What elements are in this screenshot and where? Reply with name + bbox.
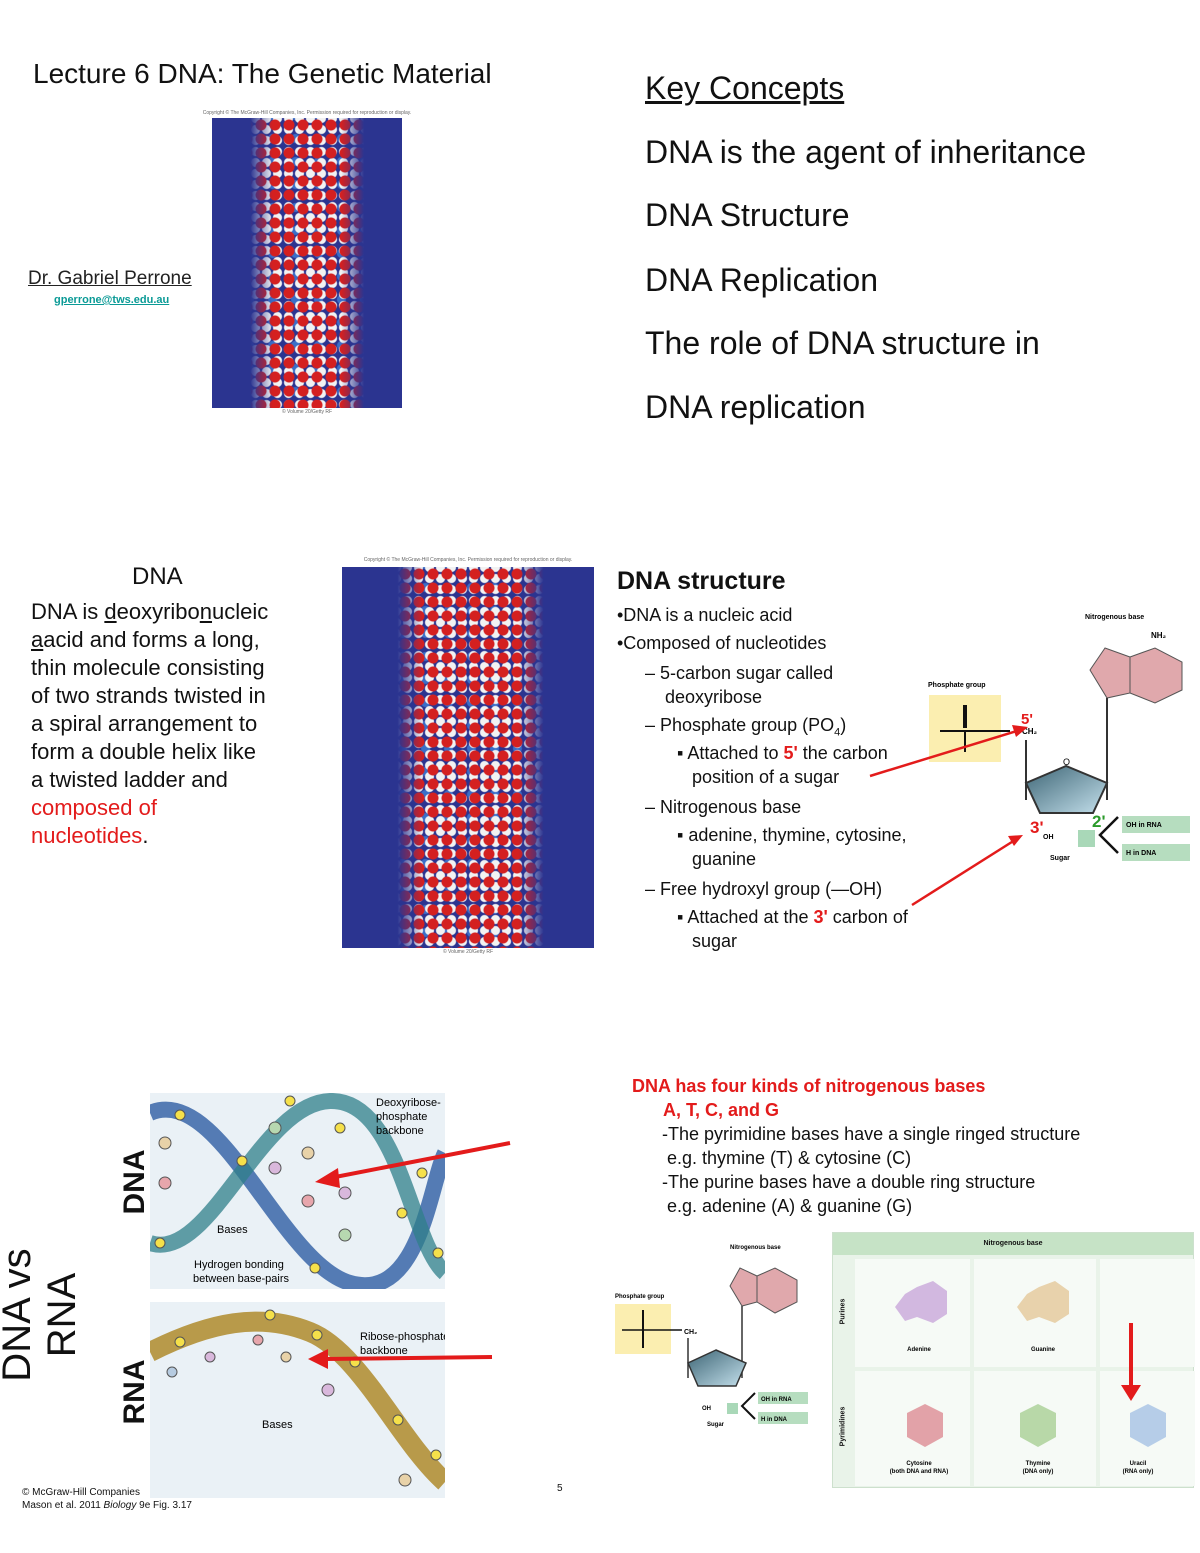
row-label-purines: Purines	[839, 1298, 847, 1325]
svg-text:2': 2'	[1092, 812, 1106, 831]
sub-sub-bullet: position of a sugar	[692, 767, 840, 787]
svg-text:Sugar: Sugar	[1050, 855, 1070, 862]
svg-text:Uracil: Uracil	[1130, 1461, 1147, 1467]
svg-text:Cytosine: Cytosine	[906, 1461, 932, 1467]
svg-text:3': 3'	[1030, 818, 1044, 837]
guanine-structure	[1017, 1287, 1039, 1321]
svg-text:Guanine: Guanine	[1031, 1347, 1056, 1353]
sugar-ring	[1024, 764, 1109, 814]
svg-text:Sugar: Sugar	[707, 1422, 725, 1428]
svg-text:OH in RNA: OH in RNA	[761, 1397, 792, 1403]
svg-text:(both DNA and RNA): (both DNA and RNA)	[890, 1469, 948, 1475]
sub-bullet: – Phosphate group (PO4)	[645, 715, 847, 739]
bullet: •DNA is a nucleic acid	[617, 605, 793, 625]
cytosine-structure	[907, 1404, 943, 1447]
bases-subheading: A, T, C, and G	[663, 1100, 780, 1120]
image-credit: © Volume 20/Getty RF	[442, 949, 494, 955]
svg-text:backbone: backbone	[376, 1125, 424, 1137]
text-line: e.g. thymine (T) & cytosine (C)	[662, 1148, 912, 1168]
purine-ring	[1089, 647, 1131, 699]
svg-text:H in DNA: H in DNA	[1126, 850, 1156, 857]
page-number: 5	[557, 1483, 563, 1494]
nucleotide-diagram-small: Nitrogenous base Phosphate group CH₂ OH …	[615, 1245, 808, 1428]
thymine-structure	[1020, 1404, 1056, 1447]
svg-text:OH: OH	[702, 1406, 711, 1412]
svg-text:Bases: Bases	[217, 1224, 248, 1236]
dna-model-image	[212, 118, 402, 408]
author-name: Dr. Gabriel Perrone	[28, 268, 192, 289]
svg-text:Adenine: Adenine	[907, 1347, 931, 1353]
svg-text:O: O	[1063, 757, 1070, 767]
svg-text:NH₂: NH₂	[1151, 631, 1167, 640]
svg-text:CH₂: CH₂	[1022, 727, 1038, 736]
purine-ring	[1129, 647, 1183, 704]
sub-bullet: – 5-carbon sugar called	[645, 663, 834, 683]
sub-bullet: – Nitrogenous base	[645, 797, 802, 817]
text-line: -The pyrimidine bases have a single ring…	[662, 1124, 1081, 1144]
svg-text:phosphate: phosphate	[376, 1111, 427, 1123]
nitrogenous-base-table: Nitrogenous base Purines Pyrimidines Ade…	[832, 1232, 1195, 1488]
key-concept-item: DNA Structure	[645, 197, 850, 233]
key-concept-item: DNA is the agent of inheritance	[645, 134, 1087, 170]
image-copyright: Copyright © The McGraw-Hill Companies, I…	[202, 110, 412, 116]
image-copyright: Copyright © The McGraw-Hill Companies, I…	[363, 557, 573, 563]
svg-text:Hydrogen bonding: Hydrogen bonding	[194, 1259, 284, 1271]
svg-text:backbone: backbone	[360, 1345, 408, 1357]
key-concept-item: The role of DNA structure in	[645, 325, 1040, 361]
bullet: •Composed of nucleotides	[617, 633, 827, 653]
h-in-dna-box	[1122, 844, 1190, 861]
dna-strand-diagram: Deoxyribose- phosphate backbone Bases Hy…	[150, 1093, 445, 1289]
rna-panel-label: RNA	[118, 1359, 151, 1425]
svg-text:CH₂: CH₂	[684, 1329, 697, 1336]
svg-text:Ribose-phosphate: Ribose-phosphate	[360, 1331, 445, 1343]
svg-text:Phosphate group: Phosphate group	[615, 1294, 665, 1300]
sub-sub-bullet: guanine	[692, 849, 757, 869]
key-concept-item: DNA Replication	[645, 262, 878, 298]
pointer-arrows	[308, 1141, 511, 1369]
svg-text:Phosphate group: Phosphate group	[928, 682, 986, 689]
nitrogenous-base-label: Nitrogenous base	[1085, 614, 1144, 621]
nucleotide-diagram: Nitrogenous base NH₂ Phosphate group 5' …	[928, 614, 1190, 862]
sub-sub-bullet: ▪ Attached to 5' the carbon	[677, 743, 888, 763]
footer-copyright: © McGraw-Hill Companies	[22, 1487, 140, 1498]
svg-text:H in DNA: H in DNA	[761, 1417, 788, 1423]
svg-text:between base-pairs: between base-pairs	[193, 1273, 290, 1285]
image-credit: © Volume 20/Getty RF	[281, 409, 333, 415]
dna-panel-label: DNA	[118, 1149, 151, 1215]
row-label-pyrimidines: Pyrimidines	[839, 1406, 847, 1447]
rna-strand-diagram: Ribose-phosphate backbone Bases	[150, 1302, 445, 1498]
dna-model-image	[342, 567, 594, 948]
svg-text:Bases: Bases	[262, 1419, 293, 1431]
svg-text:OH in RNA: OH in RNA	[1126, 822, 1162, 829]
key-concepts-heading: Key Concepts	[645, 70, 845, 106]
sub-sub-bullet: ▪ Attached at the 3' carbon of	[677, 907, 908, 927]
adenine-structure	[895, 1287, 917, 1321]
slide2-heading: DNA	[132, 563, 183, 590]
slide1-title: Lecture 6 DNA: The Genetic Material	[33, 58, 492, 89]
footer-citation: Mason et al. 2011 Biology 9e Fig. 3.17	[22, 1500, 192, 1511]
dna-definition: DNA is deoxyribonucleic aacid and forms …	[31, 599, 269, 848]
svg-text:(RNA only): (RNA only)	[1123, 1469, 1154, 1475]
svg-text:Nitrogenous base: Nitrogenous base	[730, 1245, 781, 1251]
svg-text:OH: OH	[1043, 834, 1054, 841]
key-concept-item: DNA replication	[645, 389, 866, 425]
svg-text:(DNA only): (DNA only)	[1023, 1469, 1054, 1475]
sub-sub-bullet: sugar	[692, 931, 738, 951]
dna-vs-rna-title: DNA vs RNA	[0, 1248, 84, 1382]
oh-in-rna-box	[1122, 816, 1190, 833]
bases-heading: DNA has four kinds of nitrogenous bases	[632, 1076, 986, 1096]
sub-bullet: deoxyribose	[665, 687, 763, 707]
sub-sub-bullet: ▪ adenine, thymine, cytosine,	[677, 825, 907, 845]
uracil-structure	[1130, 1404, 1166, 1447]
svg-text:Thymine: Thymine	[1026, 1461, 1051, 1467]
pointer-arrows	[869, 725, 1028, 907]
author-email-link[interactable]: gperrone@tws.edu.au	[54, 294, 170, 306]
sub-bullet: – Free hydroxyl group (—OH)	[645, 879, 883, 899]
table-header: Nitrogenous base	[833, 1233, 1193, 1255]
text-line: e.g. adenine (A) & guanine (G)	[662, 1196, 913, 1216]
dna-structure-heading: DNA structure	[617, 567, 786, 595]
text-line: -The purine bases have a double ring str…	[662, 1172, 1036, 1192]
svg-text:5': 5'	[1021, 711, 1033, 728]
svg-text:Deoxyribose-: Deoxyribose-	[376, 1097, 441, 1109]
